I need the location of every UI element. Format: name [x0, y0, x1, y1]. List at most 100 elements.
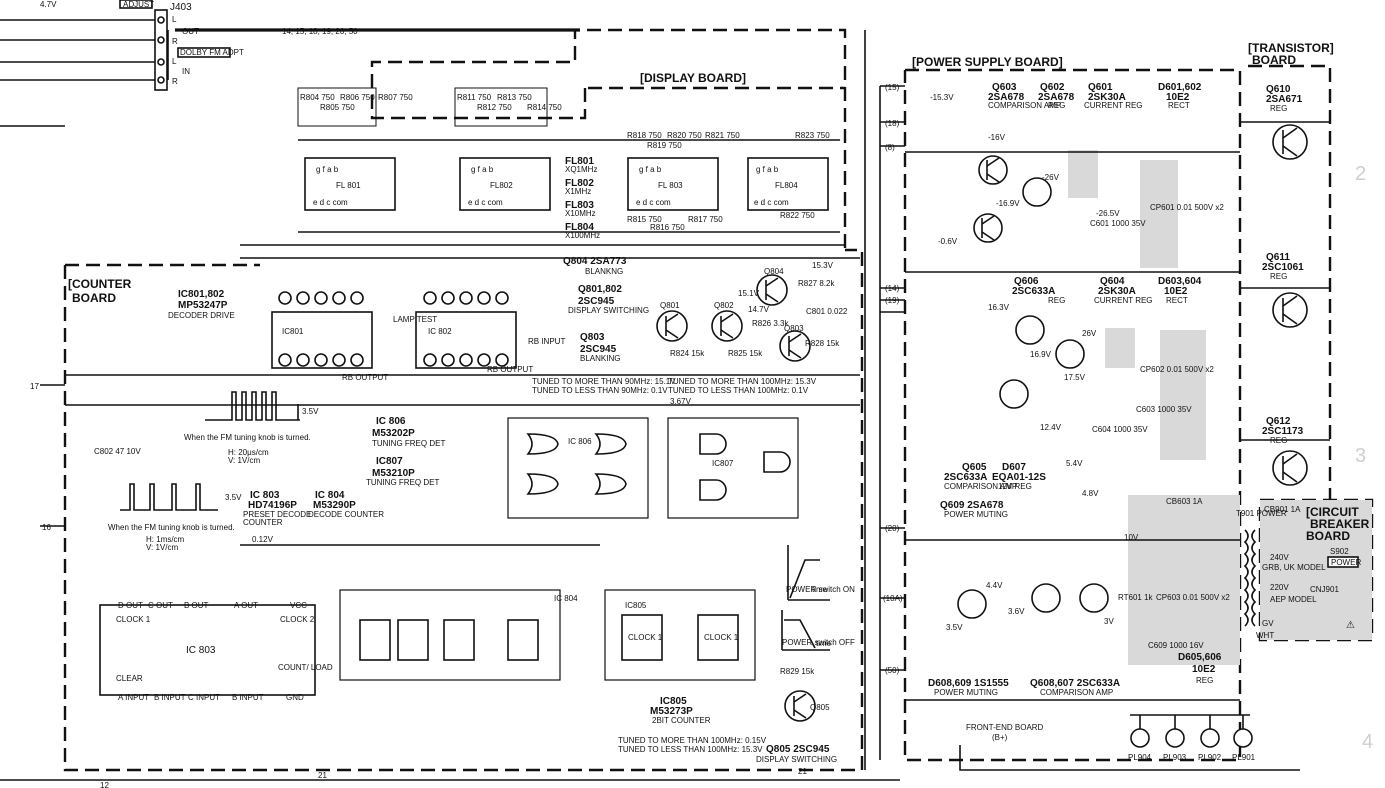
cnj901-label: CNJ901 — [1310, 585, 1339, 594]
q606-desc: REG — [1048, 296, 1065, 305]
breaker-title: [CIRCUIT — [1306, 505, 1359, 519]
fl-pins-top: g f a b — [471, 165, 494, 174]
jack-pin — [157, 16, 165, 24]
q805-label: Q805 2SC945 — [766, 744, 830, 755]
bus-tag: (8) — [885, 143, 895, 152]
bus-tag: 21 — [318, 771, 327, 780]
jack-r2: R — [172, 77, 178, 86]
fl-name: FL802 — [490, 181, 513, 190]
fl-legend-name: FL804 — [565, 222, 594, 233]
q611-type: 2SC1061 — [1262, 262, 1304, 273]
counter-board: [COUNTER BOARD IC801,802 MP53247P DECODE… — [68, 277, 855, 764]
voltage-label: 14.7V — [748, 305, 770, 314]
d605-type: 10E2 — [1192, 664, 1216, 675]
bus-lines — [0, 28, 905, 781]
warning-icon: ⚠ — [1346, 620, 1355, 631]
pin-label: A INPUT — [118, 693, 149, 702]
flip-flop — [621, 614, 663, 661]
ic804-title: IC 804 — [315, 490, 345, 501]
q612-desc: REG — [1270, 436, 1287, 445]
q604-desc: CURRENT REG — [1094, 296, 1153, 305]
pin-label: D OUT — [118, 601, 143, 610]
ic807-type: M53210P — [372, 468, 415, 479]
counter-board-outline — [63, 248, 864, 772]
bus-tag: 12 — [100, 781, 109, 788]
breaker-title: BOARD — [1306, 529, 1350, 543]
q803-label: Q803 — [580, 332, 605, 343]
transistor-label: Q801 — [660, 301, 680, 310]
transistor-q604 — [1055, 339, 1085, 369]
d607-type: EQA01-12S — [992, 472, 1046, 483]
transistor-q609 — [957, 589, 987, 619]
ic-label: IC 802 — [428, 327, 452, 336]
bus-tag: (18) — [885, 119, 900, 128]
adjust-label: ADJUST — [123, 0, 154, 9]
page-margin-numbers: 2 3 4 — [1355, 163, 1373, 753]
voltage-label: -26V — [1042, 173, 1060, 182]
transistor-q610 — [1272, 124, 1308, 160]
ic806-type: M53202P — [372, 428, 415, 439]
and-gate — [763, 451, 791, 473]
q609-label: Q609 2SA678 — [940, 500, 1004, 511]
ic803-chip: IC 803 D OUT C OUT B OUT A OUT VCC A INP… — [99, 601, 333, 702]
voltage-label: 4.8V — [1082, 489, 1099, 498]
fl801-display: g f a b FL 801 e d c com — [304, 157, 396, 211]
q608-label: Q608,607 2SC633A — [1030, 678, 1120, 689]
fm-knob-note: When the FM tuning knob is turned. — [184, 433, 311, 442]
ic803-type: HD74196P — [248, 500, 297, 511]
pin-label: CLOCK 1 — [704, 633, 739, 642]
resistor-label: R817 750 — [688, 215, 723, 224]
q611-label: Q611 — [1266, 252, 1290, 263]
gv-label: GV — [1262, 619, 1274, 628]
voltage-label: 4.4V — [986, 581, 1003, 590]
resistor-label: R804 750 — [300, 93, 335, 102]
fl-legend-name: FL801 — [565, 156, 594, 167]
transistor-q605 — [999, 379, 1029, 409]
voltage-label: 5.4V — [1066, 459, 1083, 468]
ic-label: IC 804 — [554, 594, 578, 603]
q612-type: 2SC1173 — [1262, 426, 1304, 437]
q603-label: Q603 — [992, 82, 1017, 93]
margin-number: 2 — [1355, 163, 1366, 185]
cb603-label: CB603 1A — [1166, 497, 1203, 506]
fl802-display: g f a b FL802 e d c com — [459, 157, 551, 211]
fl-name: FL804 — [775, 181, 798, 190]
pin-label: CLOCK 2 — [280, 615, 315, 624]
d605-shade — [1128, 495, 1240, 665]
transistor-label: Q803 — [784, 324, 804, 333]
voltage-label: -0.6V — [938, 237, 958, 246]
counter-board-title: [COUNTER — [68, 277, 132, 291]
ic806-gates: IC 806 — [507, 417, 649, 519]
ic801-type: MP53247P — [178, 300, 228, 311]
scale-label: V: 1V/cm — [146, 543, 178, 552]
tuned-label: TUNED TO LESS THAN 100MHz: 0.1V — [668, 386, 809, 395]
voltage-label: 240V — [1270, 553, 1289, 562]
bus-tag: (14) — [885, 284, 900, 293]
ic803-desc: PRESET DECODE — [243, 510, 311, 519]
jack-in: IN — [182, 67, 190, 76]
q609-desc: POWER MUTING — [944, 510, 1008, 519]
voltage-label: 220V — [1270, 583, 1289, 592]
jack-l2: L — [172, 57, 177, 66]
s902-label: S902 — [1330, 547, 1349, 556]
capacitor-label: C604 1000 35V — [1092, 425, 1148, 434]
voltage-label: -16.9V — [996, 199, 1020, 208]
ic803-desc: COUNTER — [243, 518, 283, 527]
q608-desc: COMPARISON AMP — [1040, 688, 1113, 697]
cb901-label: CB901 1A — [1264, 505, 1301, 514]
q803-desc: BLANKING — [580, 354, 620, 363]
fl804-display: g f a b FL804 e d c com — [747, 157, 829, 211]
tuned-label: TUNED TO MORE THAN 90MHz: 15.1V — [532, 377, 676, 386]
or-gate — [526, 433, 559, 455]
ic805-type: M53273P — [650, 706, 693, 717]
capacitor-label: C801 0.022 — [806, 307, 848, 316]
fl-pins-bottom: e d c com — [636, 198, 671, 207]
breaker-board: [CIRCUIT BREAKER BOARD CB901 1A CB603 1A… — [1166, 497, 1370, 640]
pin-label: GND — [286, 693, 304, 702]
resistor-label: R819 750 — [647, 141, 682, 150]
q601-type: 2SK30A — [1088, 92, 1126, 103]
voltage-label: 3V — [1104, 617, 1114, 626]
voltage-label: 12.4V — [1040, 423, 1062, 432]
capacitor-label: CP602 0.01 500V x2 — [1140, 365, 1214, 374]
resistor-label: R818 750 — [627, 131, 662, 140]
